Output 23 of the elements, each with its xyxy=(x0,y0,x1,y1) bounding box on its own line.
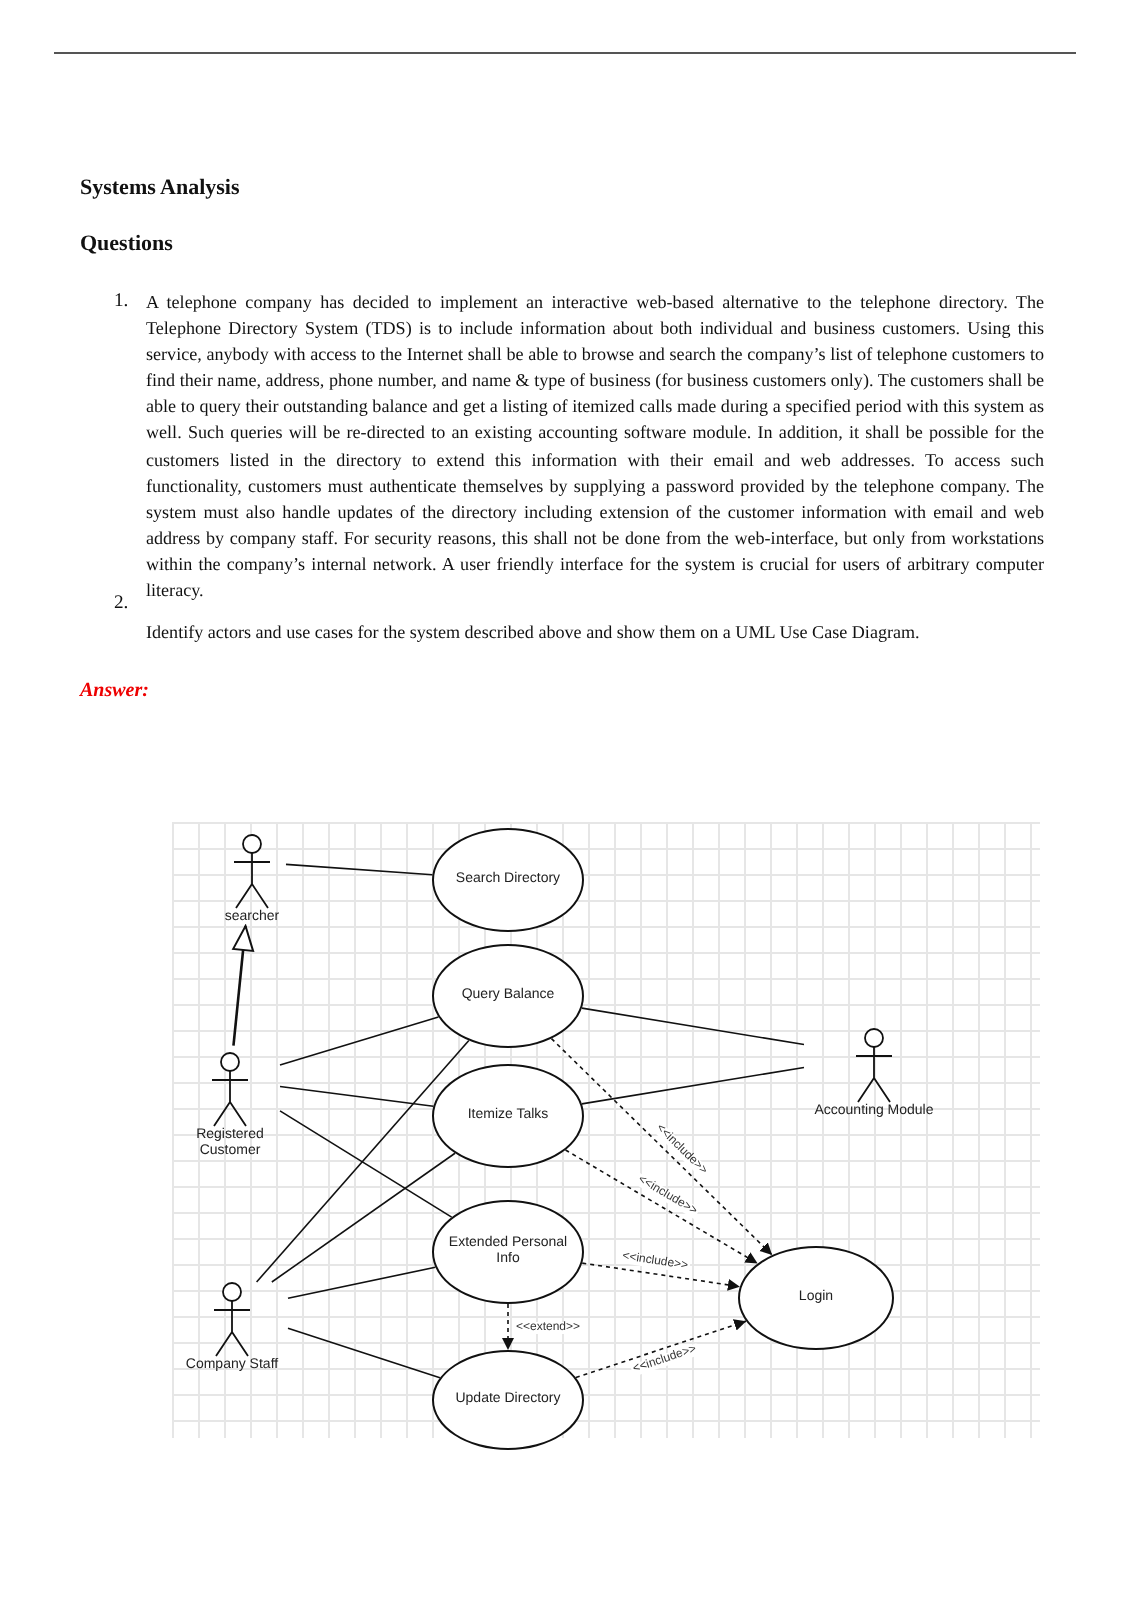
association-line xyxy=(271,1152,456,1283)
list-number: 1. xyxy=(114,290,129,312)
dashed-arrow xyxy=(502,1303,514,1351)
association-line xyxy=(581,1007,805,1046)
association-line xyxy=(287,1266,437,1300)
dashed-arrow xyxy=(581,1262,741,1291)
generalization-arrow xyxy=(232,925,255,1046)
dashed-arrow xyxy=(575,1319,747,1379)
question-paragraph: Identify actors and use cases for the system described above and show them on a UML Use Case Diagram. xyxy=(146,620,922,646)
dashed-arrow xyxy=(550,1037,773,1256)
question-paragraph: A telephone company has decided to implement an interactive web-based alternative to the telephone directory. The Telephone Directory System (TDS) is to include information about both individual and business customers. Using this service, anybody with access to the Internet shall be able to browse and search the company’s list of telephone customers to find their name, address, phone number, and name & type of business (for business customers only). The customers shall be able to query their outstanding balance and get a listing of itemized calls made during a specified period with this system as well. Such queries will be re-directed to an existing accounting software module. In addition, it shall be possible for the customers listed in the directory to extend this information with their email and web addresses. To access such functionality, customers must authenticate themselves by supplying a password provided by the telephone company. The system must also handle updates of the directory including extension of the customer information with email and web address by company staff. For security reasons, this shall not be done from the web-interface, but only from workstations within the company’s internal network. A user friendly interface for the system is crucial for users of arbitrary computer literacy. xyxy=(146,290,1044,605)
list-number: 2. xyxy=(114,592,129,614)
association-line xyxy=(581,1066,805,1105)
section-heading: Questions xyxy=(80,232,173,256)
association-line xyxy=(287,1327,441,1379)
association-line xyxy=(255,1039,470,1283)
association-line xyxy=(279,1085,435,1108)
association-line xyxy=(279,1110,453,1218)
dashed-arrow xyxy=(564,1149,759,1265)
section-heading: Systems Analysis xyxy=(80,176,240,200)
association-line xyxy=(279,1016,440,1066)
association-line xyxy=(285,863,434,876)
answer-heading: Answer: xyxy=(80,680,149,702)
